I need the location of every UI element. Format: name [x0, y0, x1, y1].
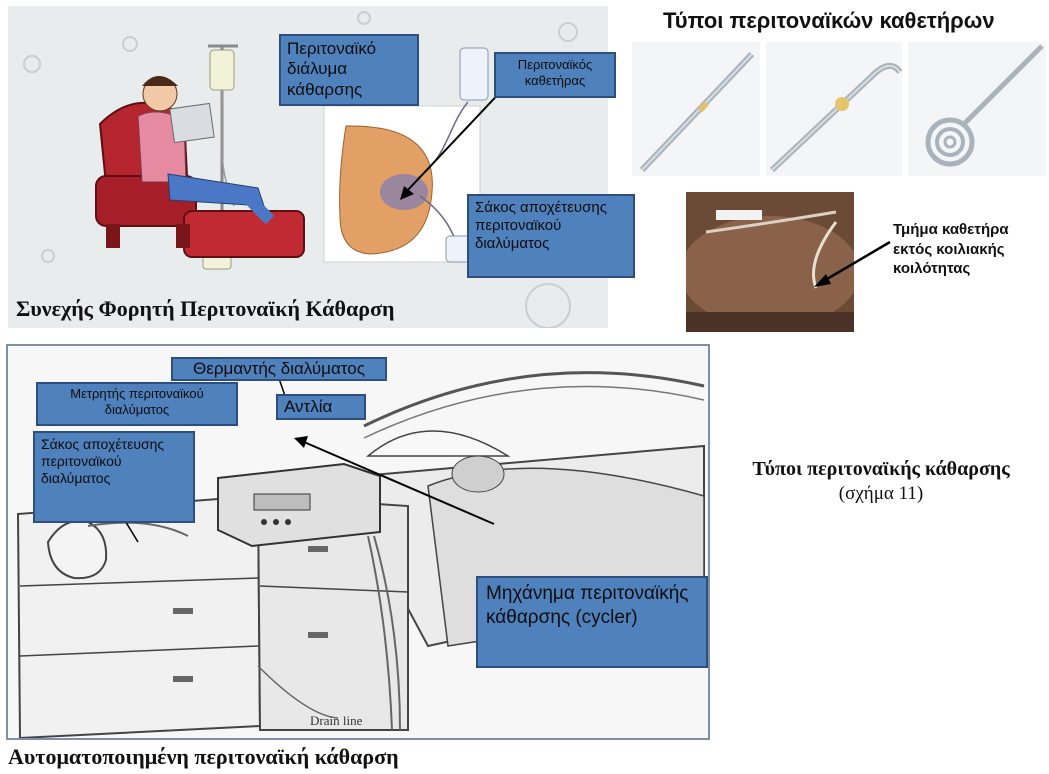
catheter-exit-label: Τμήμα καθετήρα εκτός κοιλιακής κοιλότητα…: [893, 220, 1047, 279]
heater-label: Θερμαντής διαλύματος: [171, 357, 387, 381]
cycler-label: Μηχάνημα περιτοναϊκής κάθαρσης (cycler): [476, 576, 708, 668]
meter-label: Μετρητής περιτοναϊκού διαλύματος: [36, 382, 238, 426]
drain-line-label: Drain line: [310, 713, 362, 729]
photo-arrow: [804, 236, 894, 296]
drain-bag-label-bottom: Σάκος αποχέτευσης περιτοναϊκού διαλύματο…: [33, 431, 195, 523]
solution-label: Περιτοναϊκό διάλυμα κάθαρσης: [279, 34, 419, 106]
figure-caption-title: Τύποι περιτοναϊκής κάθαρσης: [716, 458, 1046, 481]
apd-caption: Αυτοματοποιημένη περιτοναϊκή κάθαρση: [8, 744, 399, 770]
catheter-types-title: Τύποι περιτοναϊκών καθετήρων: [663, 8, 995, 34]
pump-label: Αντλία: [276, 394, 366, 420]
capd-caption: Συνεχής Φορητή Περιτοναϊκή Κάθαρση: [16, 296, 394, 322]
figure-caption: Τύποι περιτοναϊκής κάθαρσης (σχήμα 11): [716, 458, 1046, 505]
catheter-types-illustration: [632, 42, 1048, 178]
catheter-label: Περιτοναϊκός καθετήρας: [494, 52, 616, 98]
drain-bag-label-top: Σάκος αποχέτευσης περιτοναϊκού διαλύματο…: [467, 194, 635, 278]
figure-caption-number: (σχήμα 11): [716, 483, 1046, 505]
